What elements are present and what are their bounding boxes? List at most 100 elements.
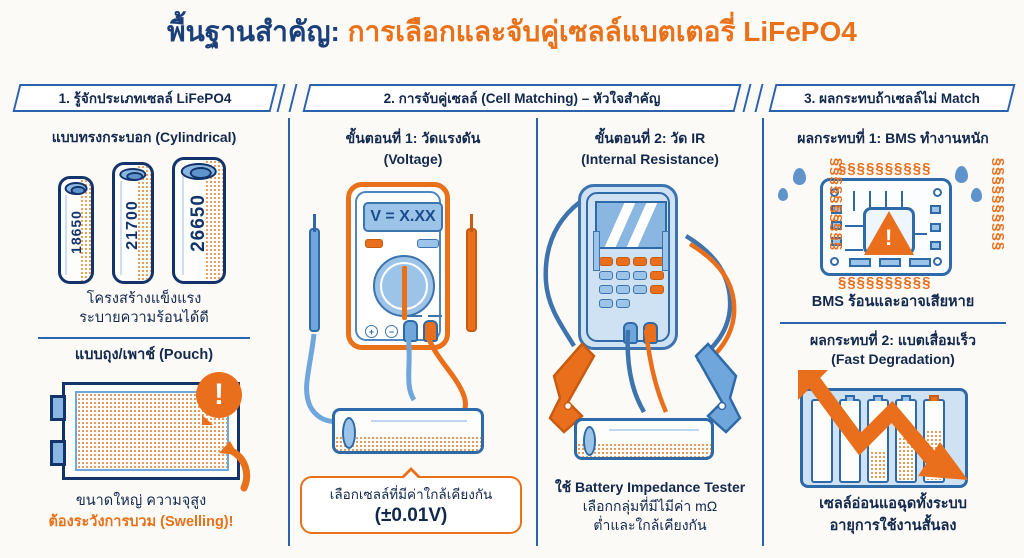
battery-degradation-texture bbox=[898, 436, 914, 480]
step2-caption-line1: ใช้ Battery Impedance Tester bbox=[554, 479, 746, 495]
step2-caption-line2: เลือกกลุ่มที่มีไมีค่า mΩ bbox=[582, 498, 718, 514]
multimeter-dial[interactable] bbox=[373, 255, 435, 320]
cell-label-21700: 21700 bbox=[124, 200, 141, 251]
cell-shine bbox=[181, 176, 184, 275]
multimeter-plus-port[interactable]: + bbox=[365, 325, 378, 338]
column-divider-1 bbox=[288, 118, 290, 546]
battery-degradation-texture bbox=[870, 451, 886, 480]
cell-shine bbox=[65, 195, 68, 275]
jack-marker bbox=[408, 315, 422, 317]
cylindrical-caption-line1: โครงสร้างแข็งแรง bbox=[86, 291, 202, 307]
probe-positive[interactable] bbox=[466, 214, 477, 332]
tester-key[interactable] bbox=[650, 271, 664, 280]
tester-key[interactable] bbox=[616, 257, 630, 266]
warning-triangle-icon: ! bbox=[864, 211, 914, 255]
pcb-trace bbox=[853, 191, 855, 211]
pcb-trace bbox=[845, 225, 867, 227]
step1-heading-line1: ขั้นตอนที่ 1: วัดแรงดัน bbox=[345, 130, 481, 146]
sweat-drop-icon bbox=[778, 188, 788, 201]
exclamation-icon: ! bbox=[196, 372, 242, 425]
multimeter-button-orange[interactable] bbox=[365, 239, 383, 248]
heat-waves-bottom: §§§§§§§§§§ bbox=[838, 274, 932, 291]
bms-core-chip: ! bbox=[863, 207, 915, 255]
bms-pcb: ! bbox=[820, 178, 952, 276]
battery-terminal bbox=[901, 395, 911, 401]
test-cell-shine bbox=[371, 420, 467, 422]
impact2-caption-line2: อายุการใช้งานสั้นลง bbox=[829, 518, 957, 534]
alligator-clip-blue bbox=[694, 342, 742, 434]
ribbon-slash bbox=[742, 84, 756, 112]
impact2-heading-line1: ผลกระทบที่ 2: แบตเสื่อมเร็ว bbox=[809, 332, 976, 348]
section-header-1: 1. รู้จักประเภทเซลล์ LiFePO4 bbox=[12, 84, 278, 112]
cell-texture bbox=[137, 165, 151, 281]
tester-key[interactable] bbox=[616, 271, 630, 280]
multimeter-minus-port[interactable]: − bbox=[385, 325, 398, 338]
pcb-chip bbox=[831, 205, 842, 214]
pcb-chip bbox=[930, 241, 941, 250]
tester-key[interactable] bbox=[599, 285, 613, 294]
tester-key[interactable] bbox=[616, 285, 630, 294]
test-cell-cylindrical bbox=[332, 408, 484, 454]
tester-key[interactable] bbox=[616, 299, 630, 308]
pouch-caption-line1: ขนาดใหญ่ ความจุสูง bbox=[75, 493, 207, 509]
pcb-pad bbox=[830, 188, 839, 197]
subsection-divider bbox=[780, 322, 1006, 324]
pcb-pad bbox=[933, 257, 942, 266]
tester-key[interactable] bbox=[650, 285, 664, 294]
cell-cylindrical-21700: 21700 bbox=[112, 162, 154, 284]
section-header-2-label: 2. การจับคู่เซลล์ (Cell Matching) – หัวใ… bbox=[383, 91, 661, 106]
ir-cell-shine bbox=[609, 429, 699, 431]
step2-heading-line2: (Internal Resistance) bbox=[581, 151, 719, 167]
pcb-chip bbox=[930, 223, 941, 232]
tester-key[interactable] bbox=[633, 285, 647, 294]
multimeter-display: V = X.XX bbox=[363, 202, 443, 232]
section-header-1-label: 1. รู้จักประเภทเซลล์ LiFePO4 bbox=[58, 91, 232, 106]
pcb-chip bbox=[831, 237, 842, 246]
tester-key[interactable] bbox=[599, 271, 613, 280]
ribbon-slash bbox=[276, 84, 290, 112]
pouch-tab-positive bbox=[50, 395, 66, 421]
section-header-3-label: 3. ผลกระทบถ้าเซลล์ไม่ Match bbox=[804, 91, 980, 106]
subsection-divider bbox=[38, 337, 250, 339]
pcb-trace bbox=[901, 191, 903, 211]
probe-negative[interactable] bbox=[309, 214, 320, 332]
tester-key[interactable] bbox=[633, 271, 647, 280]
ir-cell-texture bbox=[577, 443, 711, 457]
tester-side-ridges bbox=[593, 231, 600, 271]
tester-side-ridges bbox=[662, 231, 669, 271]
tester-key[interactable] bbox=[633, 257, 647, 266]
cylindrical-caption-line2: ระบายความร้อนได้ดี bbox=[79, 310, 209, 326]
column-divider-2 bbox=[536, 118, 538, 546]
sweat-drop-icon bbox=[971, 188, 982, 202]
test-cell-texture bbox=[335, 435, 481, 451]
step1-heading-line2: (Voltage) bbox=[383, 151, 443, 167]
page-title-orange: การเลือกและจับคู่เซลล์แบตเตอรี่ LiFePO4 bbox=[347, 16, 857, 47]
cell-texture bbox=[79, 179, 91, 281]
cell-terminal-top bbox=[64, 182, 88, 196]
cylindrical-heading: แบบทรงกระบอก (Cylindrical) bbox=[51, 129, 237, 145]
multimeter-button-blue[interactable] bbox=[417, 239, 439, 248]
voltage-tolerance-callout: เลือกเซลล์ที่มีค่าใกล้เคียงกัน (±0.01V) bbox=[300, 467, 522, 534]
ribbon-slash bbox=[754, 84, 768, 112]
heat-waves-right: §§§§§§§§§§ bbox=[990, 157, 1008, 252]
cell-cylindrical-26650: 26650 bbox=[172, 157, 226, 284]
sweat-drop-icon bbox=[793, 168, 806, 185]
callout-notch-inner bbox=[402, 471, 420, 480]
pouch-caption-line2: ต้องระวังการบวม (Swelling)! bbox=[48, 514, 234, 530]
section-header-3: 3. ผลกระทบถ้าเซลล์ไม่ Match bbox=[768, 84, 1016, 112]
ir-test-cell bbox=[574, 418, 714, 460]
column-divider-3 bbox=[762, 118, 764, 546]
battery-terminal bbox=[873, 395, 883, 401]
sweat-drop-icon bbox=[955, 166, 968, 183]
swelling-arrow-icon bbox=[219, 441, 251, 492]
pouch-tab-negative bbox=[50, 440, 66, 466]
pcb-chip bbox=[831, 221, 842, 230]
battery-terminal bbox=[929, 395, 939, 401]
cell-terminal-top bbox=[119, 168, 147, 182]
test-cell-terminal bbox=[342, 417, 356, 449]
callout-line2: (±0.01V) bbox=[374, 505, 448, 526]
pcb-chip bbox=[879, 258, 901, 267]
pcb-chip bbox=[930, 205, 941, 214]
tester-key[interactable] bbox=[599, 299, 613, 308]
